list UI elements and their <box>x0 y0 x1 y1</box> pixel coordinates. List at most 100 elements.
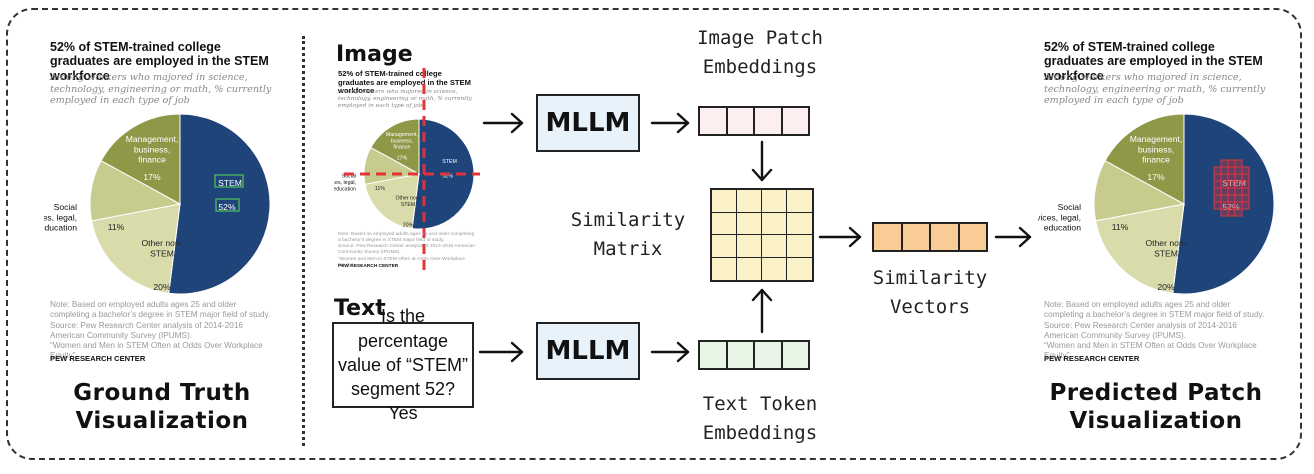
predicted-patch <box>1227 208 1236 217</box>
slice-value: 11% <box>108 222 125 232</box>
predicted-patch <box>1227 187 1236 196</box>
slice-value: 11% <box>1112 222 1129 232</box>
slice-label: Other non-STEM <box>395 196 420 208</box>
caption-line: Ground Truth <box>73 380 251 406</box>
arrow-image-to-mllm <box>482 112 524 134</box>
embedding-cell <box>755 108 783 134</box>
pred-source-text: Source: Pew Research Center analysis of … <box>1044 320 1237 340</box>
predicted-patch <box>1227 180 1236 189</box>
question-line: Is the percentage <box>357 306 449 351</box>
pred-note-text: Note: Based on employed adults ages 25 a… <box>1044 300 1265 320</box>
predicted-patch <box>1241 187 1250 196</box>
embedding-cell <box>755 342 783 368</box>
ground-truth-panel: 52% of STEM-trained college graduates ar… <box>44 36 280 366</box>
vector-cell <box>931 224 960 250</box>
pie-slice <box>100 113 181 205</box>
slice-value: 11% <box>375 186 385 192</box>
similarity-vector-row <box>872 222 988 252</box>
predicted-patch <box>1227 201 1236 210</box>
caption-line: Visualization <box>75 407 249 434</box>
thumb-title: 52% of STEM-trained college graduates ar… <box>338 69 471 96</box>
embedding-cell <box>728 342 755 368</box>
arrow-matrix-to-vectors <box>818 226 862 248</box>
slice-label: STEM <box>1222 178 1246 188</box>
predicted-patch <box>1213 173 1222 182</box>
arrow-mllm-to-image-embeddings <box>650 112 690 134</box>
pie-slice <box>1172 113 1274 295</box>
predicted-patch <box>1220 166 1229 175</box>
label-line: Similarity <box>872 267 988 289</box>
slice-label: Socialservices, legal,education <box>44 202 77 233</box>
text-token-embeddings-label: Text Token Embeddings <box>650 390 870 447</box>
input-image-thumbnail: 52% of STEM-trained college graduates ar… <box>334 68 480 272</box>
mllm-image-encoder: MLLM <box>536 94 640 152</box>
predicted-patch <box>1220 208 1229 217</box>
chart-note: Note: Based on employed adults ages 25 a… <box>50 300 278 362</box>
predicted-patch <box>1213 187 1222 196</box>
predicted-patch <box>1241 173 1250 182</box>
pred-report-text: “Women and Men in STEM Often at Odds Ove… <box>1044 341 1257 361</box>
predicted-patch <box>1220 173 1229 182</box>
label-line: Similarity <box>570 209 686 231</box>
pred-chart-subtitle: Among workers who majored in science, te… <box>1044 72 1266 106</box>
predicted-patch <box>1234 194 1243 203</box>
source-text: Source: Pew Research Center analysis of … <box>50 320 243 340</box>
chart-subtitle: Among workers who majored in science, te… <box>50 72 272 106</box>
question-line: value of “STEM” <box>337 354 469 375</box>
pred-chart-note: Note: Based on employed adults ages 25 a… <box>1044 300 1272 362</box>
pred-pie-chart: STEM52%Management,business,finance17%11%… <box>1038 113 1274 295</box>
predicted-patch <box>1227 159 1236 168</box>
pie-chart: STEM52%Management,business,finance17%11%… <box>44 113 271 295</box>
thumb-note-text: Note: Based on employed adults ages 25 a… <box>338 232 475 244</box>
slice-label: STEM <box>218 178 242 188</box>
embedding-cell <box>700 342 728 368</box>
predicted-patch <box>1213 194 1222 203</box>
slice-value: 17% <box>397 155 408 161</box>
image-patch-embedding-row <box>698 106 810 136</box>
arrow-text-embeddings-to-matrix <box>751 288 773 334</box>
stem-value-box <box>215 198 240 212</box>
predicted-patch <box>1220 201 1229 210</box>
pie-slice <box>364 173 420 230</box>
vector-cell <box>874 224 903 250</box>
slice-value: 20% <box>1157 282 1175 292</box>
pie-slice <box>1095 203 1185 294</box>
caption-line: Predicted Patch <box>1049 380 1263 406</box>
label-line: Vectors <box>889 295 971 318</box>
predicted-patch <box>1241 201 1250 210</box>
thumb-source-text: Source: Pew Research Center analysis of … <box>338 244 476 256</box>
predicted-patch <box>1227 173 1236 182</box>
thumb-pew-logo-text: PEW RESEARCH CENTER <box>338 264 399 269</box>
predicted-patch <box>1234 180 1243 189</box>
predicted-patch <box>1220 159 1229 168</box>
slice-label: Other non-STEM <box>141 238 182 258</box>
report-text: “Women and Men in STEM Often at Odds Ove… <box>50 341 263 361</box>
predicted-patch <box>1234 173 1243 182</box>
slice-label: Socialservices, legal,education <box>1038 202 1081 233</box>
predicted-patch-panel: 52% of STEM-trained college graduates ar… <box>1038 36 1274 366</box>
slice-value: 20% <box>403 223 414 229</box>
slice-label: Management,business,finance <box>386 132 418 151</box>
predicted-patch <box>1227 194 1236 203</box>
pred-pew-logo-text: PEW RESEARCH CENTER <box>1044 354 1140 363</box>
label-line: Embeddings <box>702 421 818 444</box>
predicted-patch-grid <box>1213 159 1250 217</box>
slice-value: 52% <box>218 202 236 212</box>
image-heading: Image <box>336 42 413 67</box>
predicted-patch <box>1220 194 1229 203</box>
slice-value: 17% <box>143 172 161 182</box>
predicted-patch <box>1241 166 1250 175</box>
diagram-frame <box>6 8 1302 460</box>
arrow-image-embeddings-to-matrix <box>751 140 773 182</box>
predicted-patch <box>1213 201 1222 210</box>
arrow-mllm-to-text-embeddings <box>650 341 690 363</box>
thumb-subtitle: Among workers who majored in science, te… <box>338 89 472 109</box>
question-line: segment 52? Yes <box>350 379 456 424</box>
predicted-caption: Predicted Patch Visualization <box>1040 380 1272 435</box>
pie-slice <box>370 118 420 175</box>
slice-value: 20% <box>153 282 171 292</box>
label-line: Image Patch <box>697 27 823 49</box>
pie-slice <box>91 203 181 294</box>
predicted-patch <box>1241 194 1250 203</box>
predicted-patch <box>1213 180 1222 189</box>
